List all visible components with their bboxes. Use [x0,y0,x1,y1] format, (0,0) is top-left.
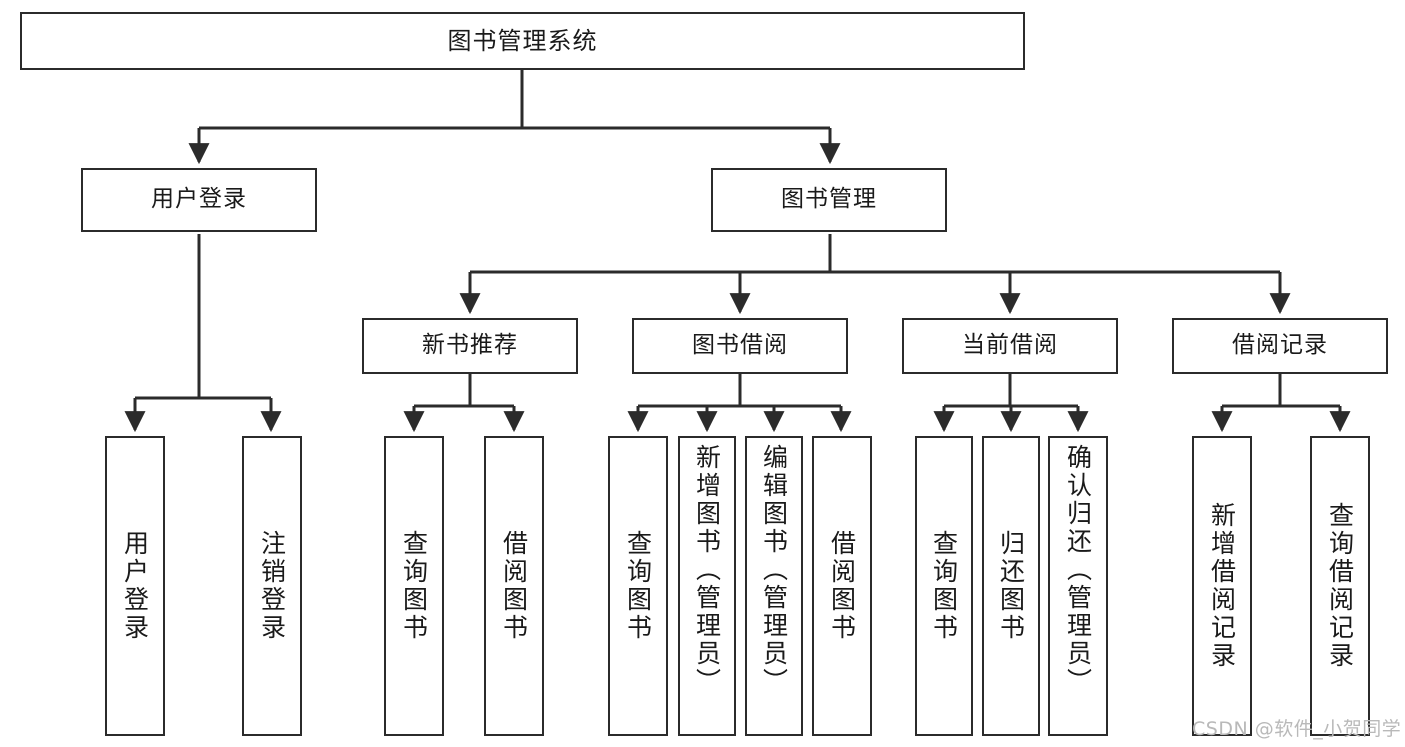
node-leaf-edit-book-label: 编辑图书（管理员） [759,444,789,696]
node-leaf-borrow-book-1[interactable]: 借阅图书 [484,436,544,736]
node-current-borrow[interactable]: 当前借阅 [902,318,1118,374]
node-leaf-query-book-1[interactable]: 查询图书 [384,436,444,736]
node-current-borrow-label: 当前借阅 [962,332,1058,359]
node-leaf-add-book[interactable]: 新增图书（管理员） [678,436,736,736]
node-leaf-user-login[interactable]: 用户登录 [105,436,165,736]
node-leaf-borrow-book-2[interactable]: 借阅图书 [812,436,872,736]
node-leaf-query-book-3-label: 查询图书 [929,530,959,642]
node-borrow-record-label: 借阅记录 [1232,332,1328,359]
node-leaf-borrow-book-1-label: 借阅图书 [499,530,529,642]
node-leaf-user-login-label: 用户登录 [120,530,150,642]
node-new-book-rec[interactable]: 新书推荐 [362,318,578,374]
node-root[interactable]: 图书管理系统 [20,12,1025,70]
node-leaf-query-book-3[interactable]: 查询图书 [915,436,973,736]
node-leaf-return-book-label: 归还图书 [996,530,1026,642]
node-leaf-user-logout-label: 注销登录 [257,530,287,642]
node-book-borrow-label: 图书借阅 [692,332,788,359]
node-user-login-label: 用户登录 [151,186,247,213]
node-leaf-query-record-label: 查询借阅记录 [1325,502,1355,670]
node-leaf-query-record[interactable]: 查询借阅记录 [1310,436,1370,736]
node-leaf-query-book-1-label: 查询图书 [399,530,429,642]
node-leaf-add-record-label: 新增借阅记录 [1207,502,1237,670]
node-leaf-query-book-2[interactable]: 查询图书 [608,436,668,736]
node-leaf-confirm-return-label: 确认归还（管理员） [1063,444,1093,696]
node-root-label: 图书管理系统 [447,26,598,55]
node-leaf-borrow-book-2-label: 借阅图书 [827,530,857,642]
node-leaf-add-book-label: 新增图书（管理员） [692,444,722,696]
node-book-manage[interactable]: 图书管理 [711,168,947,232]
node-leaf-query-book-2-label: 查询图书 [623,530,653,642]
node-leaf-user-logout[interactable]: 注销登录 [242,436,302,736]
node-user-login[interactable]: 用户登录 [81,168,317,232]
node-new-book-rec-label: 新书推荐 [422,332,518,359]
node-book-manage-label: 图书管理 [781,186,877,213]
watermark: CSDN @软件_小贺同学 [1192,718,1402,740]
node-leaf-return-book[interactable]: 归还图书 [982,436,1040,736]
node-leaf-edit-book[interactable]: 编辑图书（管理员） [745,436,803,736]
node-book-borrow[interactable]: 图书借阅 [632,318,848,374]
node-borrow-record[interactable]: 借阅记录 [1172,318,1388,374]
node-leaf-confirm-return[interactable]: 确认归还（管理员） [1048,436,1108,736]
node-leaf-add-record[interactable]: 新增借阅记录 [1192,436,1252,736]
